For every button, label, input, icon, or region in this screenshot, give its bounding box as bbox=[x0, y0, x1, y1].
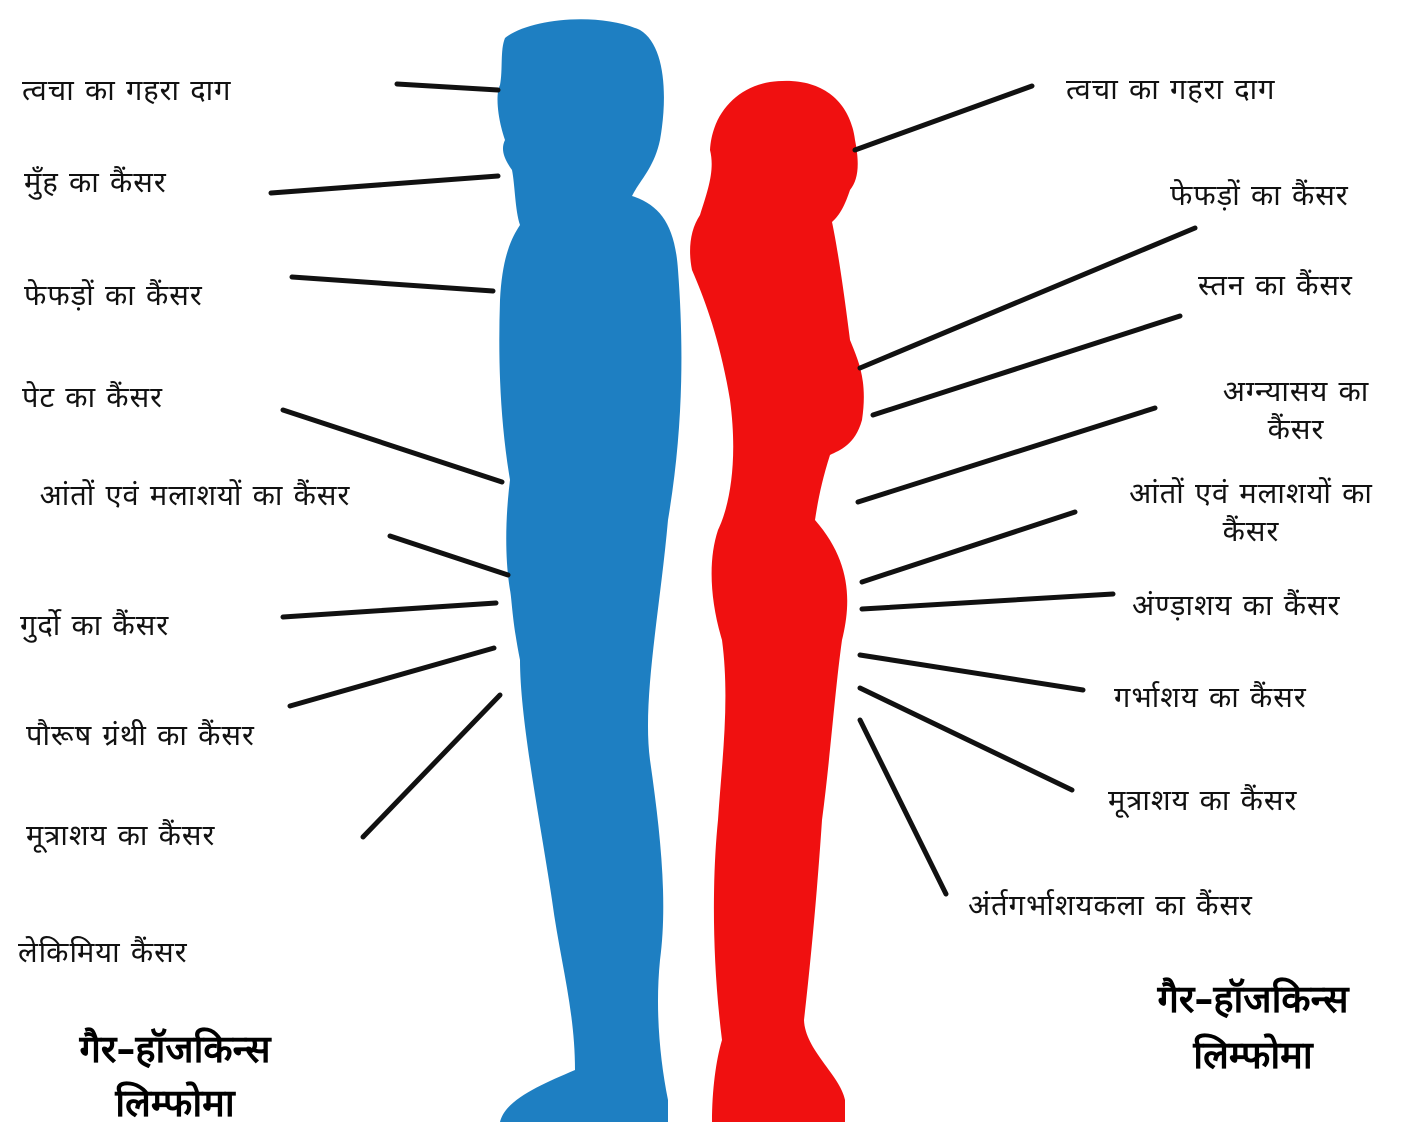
left-label-mouth: मुँह का कैंसर bbox=[24, 163, 167, 201]
pointer-line bbox=[390, 536, 508, 575]
pointer-line bbox=[397, 84, 498, 90]
pointer-line bbox=[862, 512, 1075, 582]
pointer-line bbox=[363, 695, 500, 837]
pointer-line bbox=[855, 86, 1032, 150]
pointer-line bbox=[862, 594, 1113, 609]
left-label-kidney: गुर्दो का कैंसर bbox=[20, 606, 169, 644]
right-label-skin: त्वचा का गहरा दाग bbox=[1066, 70, 1276, 108]
pointer-line bbox=[290, 648, 494, 706]
left-label-stomach: पेट का कैंसर bbox=[22, 378, 163, 416]
pointer-line bbox=[271, 176, 498, 193]
left-title-line1: गैर–हॉजकिन्स bbox=[30, 1022, 320, 1076]
left-title-line2: लिम्फोमा bbox=[30, 1076, 320, 1130]
male-figure-silhouette bbox=[498, 19, 682, 1122]
pointer-line bbox=[283, 603, 496, 617]
pointer-line bbox=[283, 410, 502, 482]
right-title-line1: गैर–हॉजकिन्स bbox=[1108, 972, 1398, 1026]
pointer-line bbox=[860, 720, 946, 894]
right-label-pancreas: अग्न्यासय का कैंसर bbox=[1196, 372, 1396, 448]
pointer-lines-left bbox=[271, 84, 508, 837]
right-title-line2: लिम्फोमा bbox=[1108, 1028, 1398, 1082]
right-label-endometrium: अंर्तगर्भाशयकला का कैंसर bbox=[968, 886, 1253, 924]
right-label-uterus: गर्भाशय का कैंसर bbox=[1114, 678, 1307, 716]
pointer-line bbox=[873, 316, 1180, 415]
left-label-prostate: पौरूष ग्रंथी का कैंसर bbox=[26, 716, 255, 754]
left-label-intestine: आंतों एवं मलाशयों का कैंसर bbox=[30, 476, 360, 514]
left-label-skin: त्वचा का गहरा दाग bbox=[22, 71, 232, 109]
pointer-line bbox=[292, 277, 493, 291]
right-label-breast: स्तन का कैंसर bbox=[1198, 266, 1353, 304]
right-label-intestine: आंतों एवं मलाशयों का कैंसर bbox=[1116, 474, 1386, 550]
right-label-bladder: मूत्राशय का कैंसर bbox=[1108, 781, 1297, 819]
right-label-lung: फेफड़ों का कैंसर bbox=[1170, 176, 1349, 214]
right-label-ovary: अंण्ड़ाशय का कैंसर bbox=[1132, 586, 1340, 624]
left-label-bladder: मूत्राशय का कैंसर bbox=[26, 816, 215, 854]
pointer-line bbox=[860, 228, 1195, 368]
female-figure-silhouette bbox=[690, 81, 864, 1122]
pointer-line bbox=[860, 655, 1083, 690]
left-label-lung: फेफड़ों का कैंसर bbox=[24, 276, 203, 314]
pointer-line bbox=[858, 408, 1155, 502]
left-label-leukemia: लेकिमिया कैंसर bbox=[18, 933, 188, 971]
pointer-line bbox=[860, 688, 1072, 790]
